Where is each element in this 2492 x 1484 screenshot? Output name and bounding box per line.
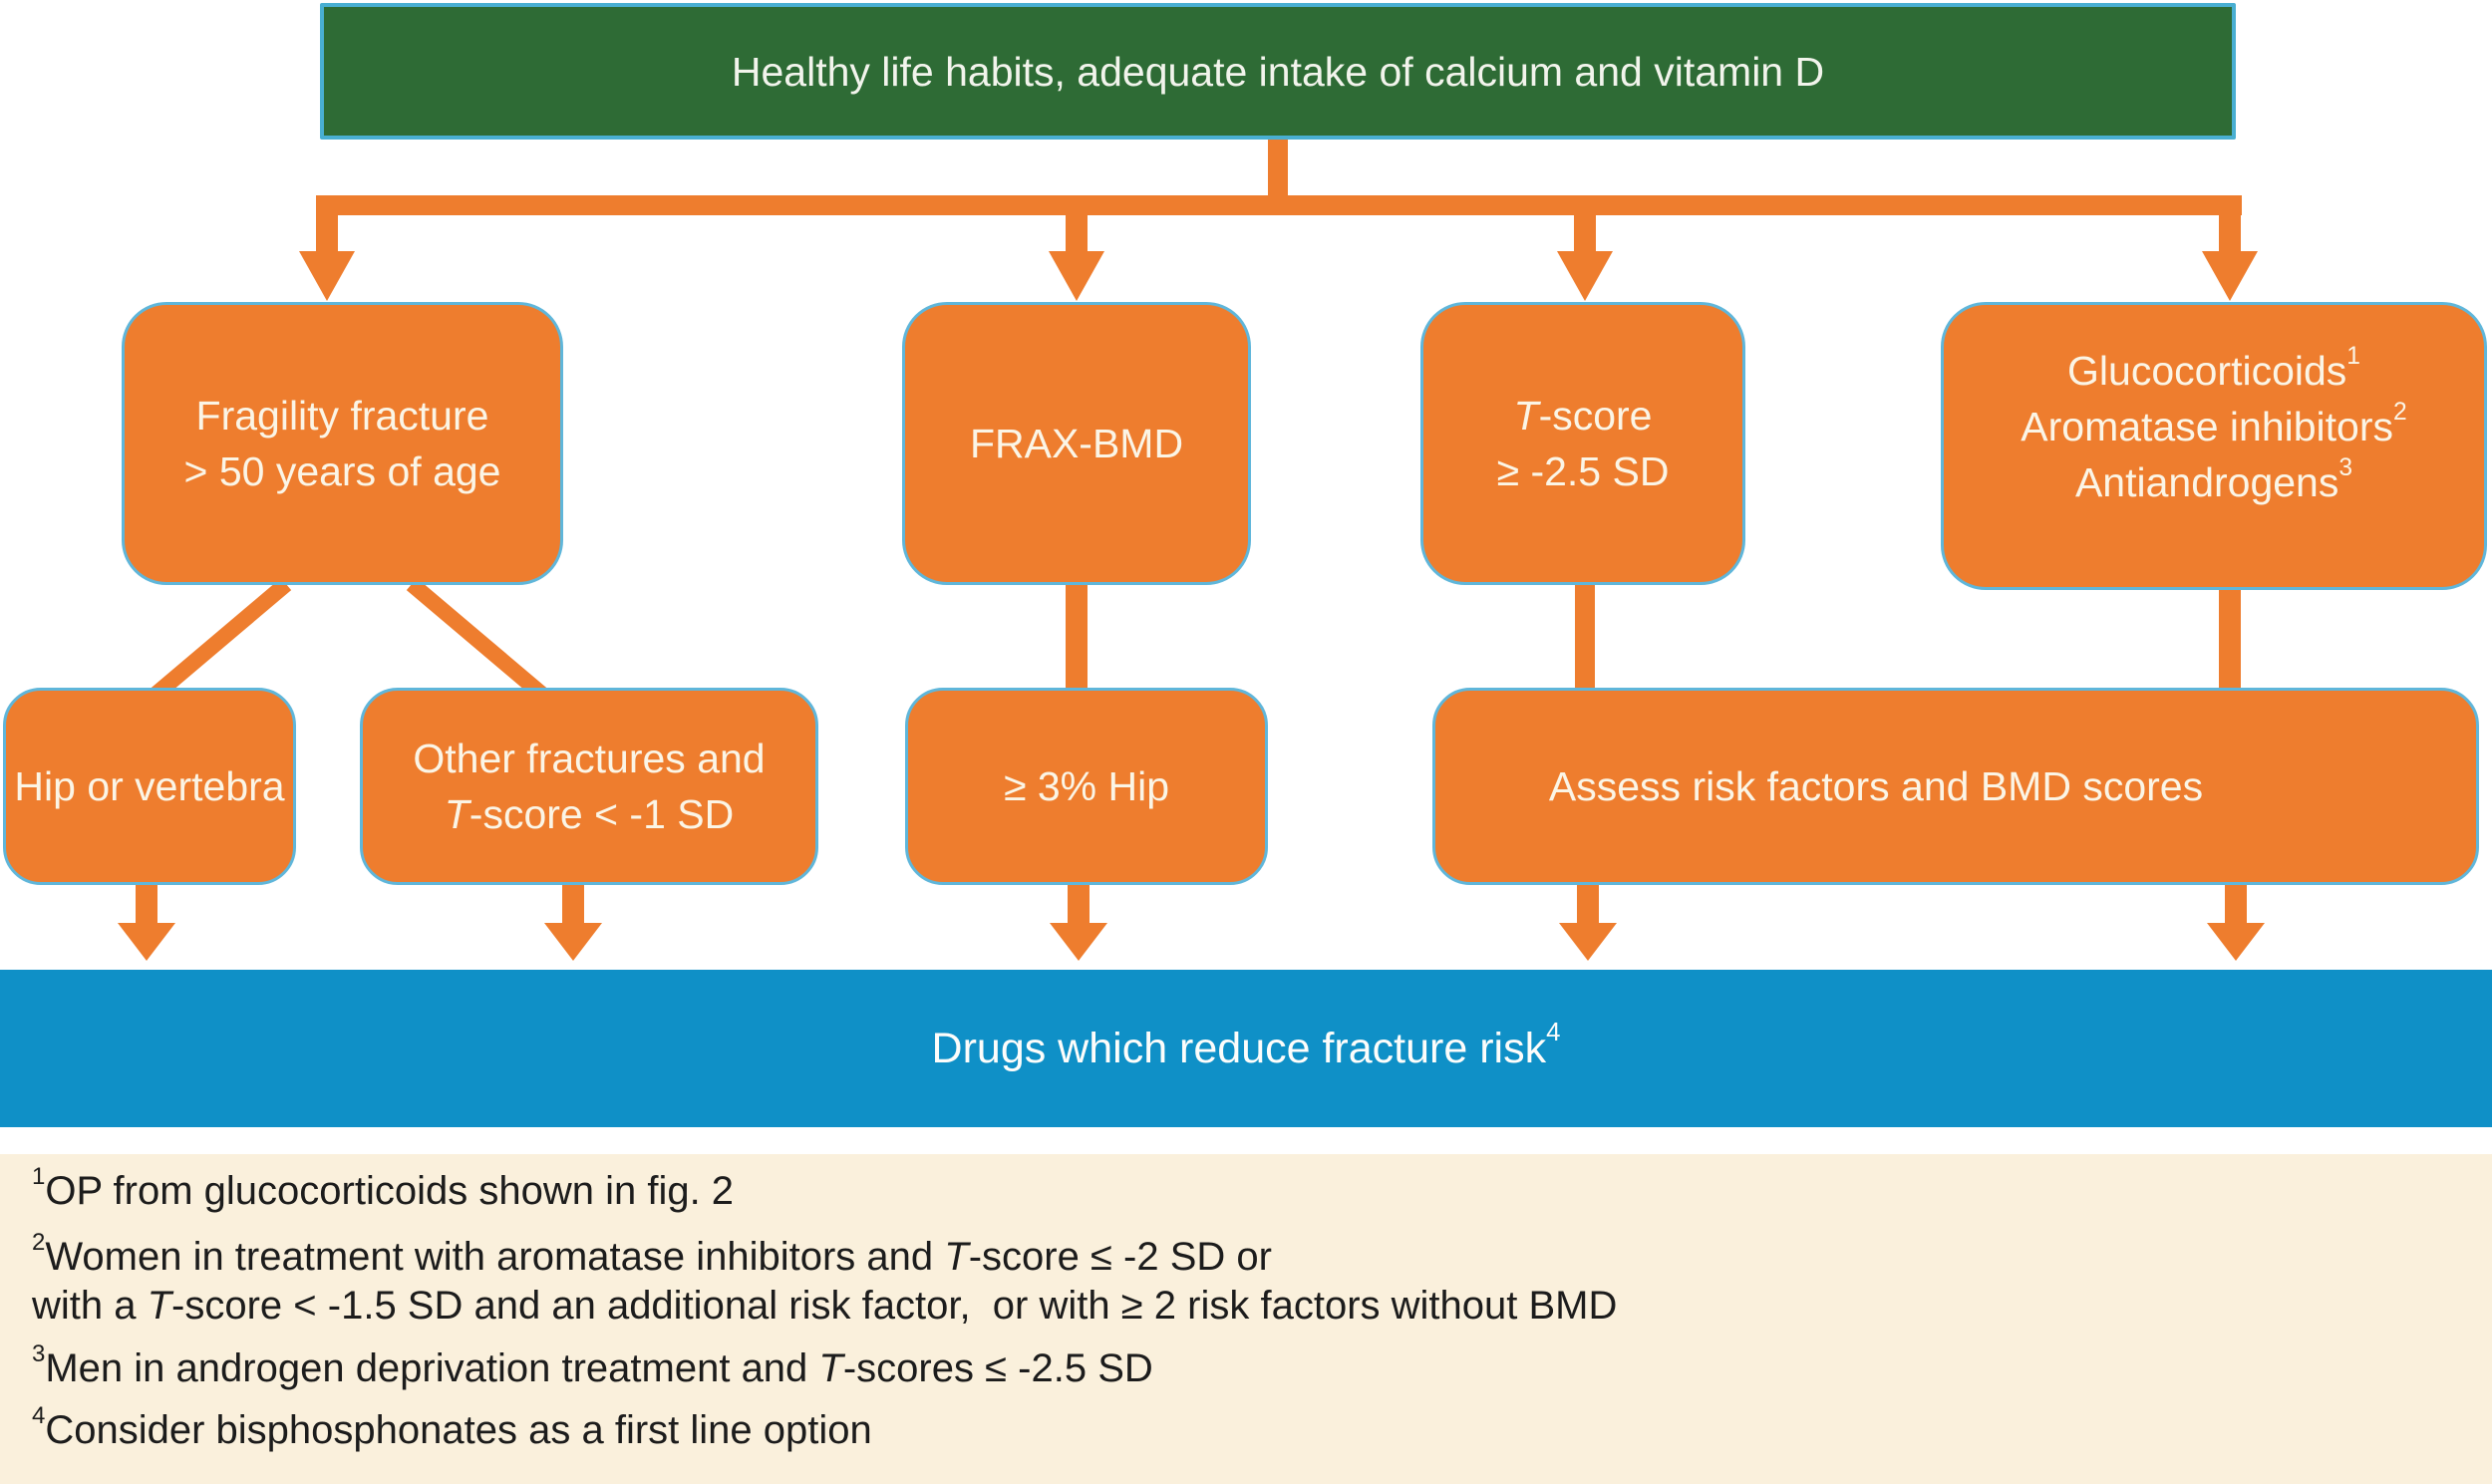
box-fragility-fracture: Fragility fracture > 50 years of age	[122, 302, 563, 585]
box-tscore-line1: T-score	[1513, 393, 1653, 439]
footnote-4: 4Consider bisphosphonates as a first lin…	[32, 1401, 872, 1452]
stem-treatments-to-assess	[2219, 584, 2241, 690]
horizontal-bar	[316, 195, 2242, 215]
box-tscore-line2: ≥ -2.5 SD	[1496, 448, 1670, 494]
arrow-to-tscore	[1557, 209, 1613, 301]
box-assess-risk: Assess risk factors and BMD scores	[1432, 688, 2479, 885]
footnotes-panel: 1OP from glucocorticoids shown in fig. 2…	[0, 1154, 2492, 1484]
box-fragility-line1: Fragility fracture	[195, 393, 489, 439]
footnote-2: 2Women in treatment with aromatase inhib…	[32, 1228, 1272, 1279]
box-other-fractures: Other fractures and T-score < -1 SD	[360, 688, 818, 885]
box-frax-bmd-label: FRAX-BMD	[969, 421, 1184, 466]
diagonal-to-other-fractures	[406, 577, 554, 707]
arrow-to-fragility	[299, 195, 355, 301]
box-frax-bmd: FRAX-BMD	[902, 302, 1251, 585]
box-treatments-line1: Glucocorticoids1	[2067, 343, 2360, 394]
stem-tscore-to-assess	[1575, 578, 1595, 690]
box-other-fractures-line1: Other fractures and	[413, 736, 766, 781]
box-hip-risk-label: ≥ 3% Hip	[1003, 763, 1170, 809]
box-treatments-line2: Aromatase inhibitors2	[2021, 399, 2407, 449]
top-center-stem	[1268, 138, 1288, 209]
box-hip-risk: ≥ 3% Hip	[905, 688, 1268, 885]
arrow-to-treatments	[2202, 195, 2258, 301]
stem-frax-to-hip3	[1066, 578, 1088, 690]
banner-drugs-label: Drugs which reduce fracture risk4	[931, 1019, 1561, 1072]
box-treatments: Glucocorticoids1 Aromatase inhibitors2 A…	[1941, 302, 2487, 590]
box-hip-or-vertebra: Hip or vertebra	[3, 688, 296, 885]
arrow-hip-to-drugs	[118, 881, 175, 961]
arrow-hip3-to-drugs	[1050, 881, 1107, 961]
diagonal-to-hip	[144, 577, 292, 707]
box-other-fractures-line2: T-score < -1 SD	[444, 791, 735, 837]
box-hip-or-vertebra-label: Hip or vertebra	[14, 763, 285, 809]
footnote-1: 1OP from glucocorticoids shown in fig. 2	[32, 1162, 735, 1213]
footnote-2-continued: with a T-score < -1.5 SD and an addition…	[32, 1284, 1618, 1328]
banner-healthy-habits: Healthy life habits, adequate intake of …	[320, 3, 2236, 140]
box-fragility-line2: > 50 years of age	[183, 448, 501, 494]
banner-healthy-habits-label: Healthy life habits, adequate intake of …	[731, 48, 1825, 95]
banner-drugs: Drugs which reduce fracture risk4	[0, 970, 2492, 1127]
box-assess-risk-label: Assess risk factors and BMD scores	[1548, 763, 2204, 809]
arrow-assess-right-to-drugs	[2207, 881, 2265, 961]
arrow-assess-left-to-drugs	[1559, 881, 1617, 961]
footnote-3: 3Men in androgen deprivation treatment a…	[32, 1339, 1153, 1390]
arrow-other-to-drugs	[544, 881, 602, 961]
arrow-to-frax	[1049, 209, 1104, 301]
box-tscore: T-score ≥ -2.5 SD	[1420, 302, 1745, 585]
box-treatments-line3: Antiandrogens3	[2074, 454, 2353, 505]
